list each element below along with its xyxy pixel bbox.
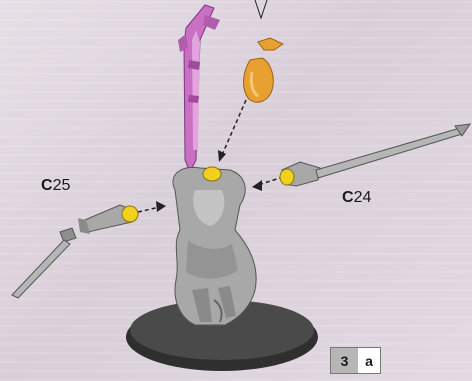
step-number: 3 bbox=[331, 348, 358, 373]
left-arm-part bbox=[12, 205, 138, 298]
step-badge: 3 a bbox=[330, 347, 381, 374]
step-sub-letter: a bbox=[358, 348, 380, 373]
part-label-c25: C25 bbox=[41, 177, 70, 195]
miniature-body bbox=[173, 167, 256, 325]
neck-glue-point bbox=[203, 167, 221, 181]
part-label-letter: C bbox=[41, 177, 53, 194]
part-label-number: 25 bbox=[53, 177, 71, 194]
part-label-letter: C bbox=[342, 189, 354, 206]
part-label-number: 24 bbox=[354, 189, 372, 206]
orange-head-part bbox=[244, 38, 283, 102]
pink-banner-part bbox=[178, 5, 220, 172]
right-arm-part bbox=[280, 124, 470, 186]
callout-leader bbox=[255, 0, 267, 18]
part-label-c24: C24 bbox=[342, 189, 371, 207]
